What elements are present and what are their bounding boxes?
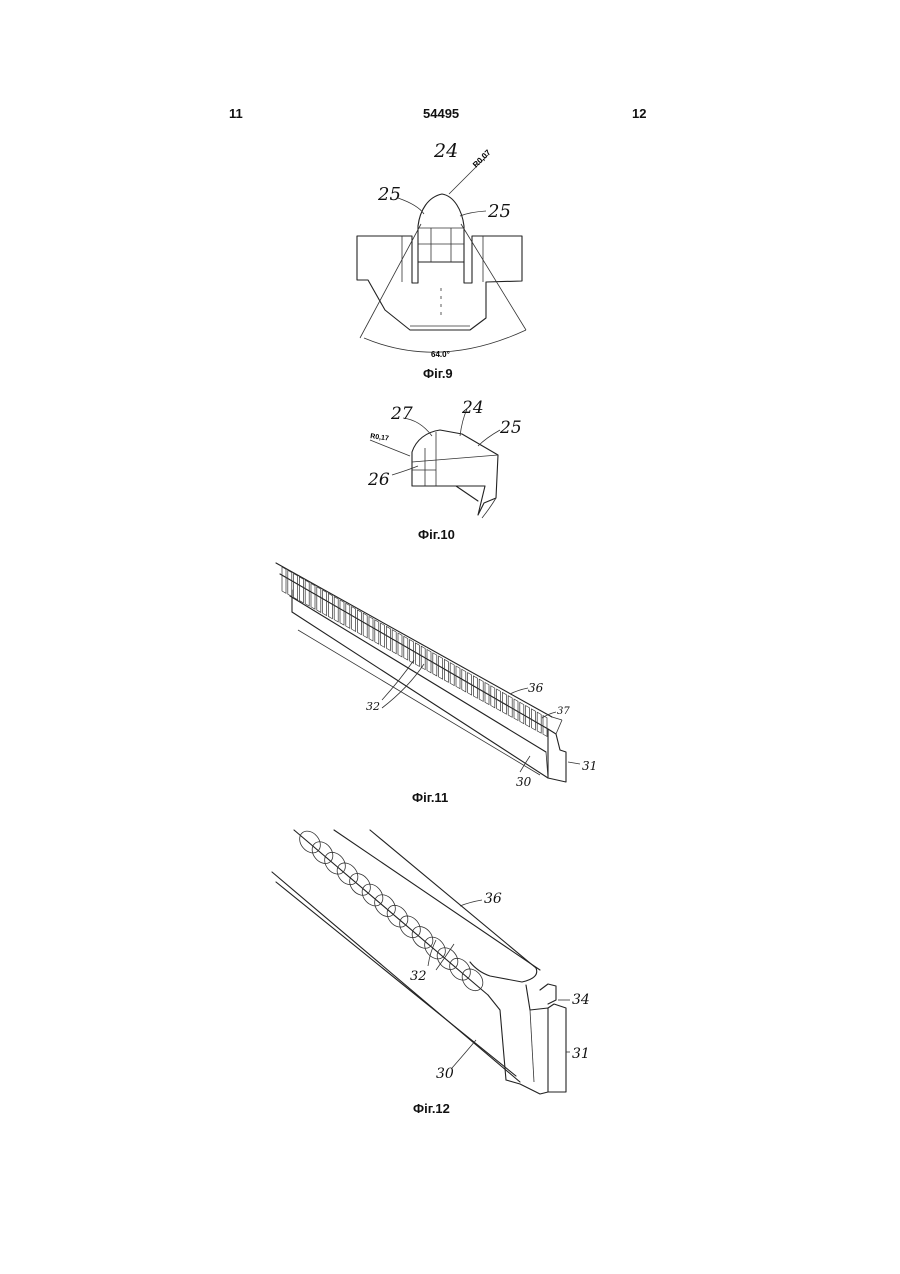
fig12-label-30: 30	[436, 1066, 454, 1082]
fig11-caption: Фіг.11	[412, 790, 448, 805]
fig12-caption: Фіг.12	[413, 1101, 450, 1116]
fig9-label-25-right: 25	[487, 201, 511, 222]
fig10-label-24: 24	[461, 398, 484, 418]
fig11-label-37: 37	[557, 706, 570, 717]
fig10-caption: Фіг.10	[418, 527, 455, 542]
fig12-label-31: 31	[572, 1046, 590, 1062]
fig11-label-31: 31	[582, 759, 597, 773]
fig12-label-32: 32	[410, 969, 427, 984]
fig10-label-26: 26	[367, 470, 390, 490]
fig9-radius-dimension: R0,07	[471, 148, 493, 170]
fig9-label-25-left: 25	[377, 184, 401, 205]
fig10-label-25: 25	[499, 418, 522, 438]
fig11-label-36: 36	[528, 681, 544, 695]
fig11-label-32: 32	[366, 700, 380, 713]
fig10-label-27: 27	[390, 404, 413, 424]
fig11-label-30: 30	[516, 775, 532, 789]
figure-11-drawing	[276, 563, 580, 782]
fig9-angle-dimension: 64.0°	[431, 350, 450, 359]
fig9-label-24: 24	[433, 140, 458, 162]
figure-12-drawing	[272, 827, 570, 1094]
fig9-caption: Фіг.9	[423, 366, 453, 381]
fig12-label-34: 34	[572, 992, 590, 1008]
figure-10-drawing	[370, 409, 500, 518]
fig12-label-36: 36	[484, 891, 502, 907]
